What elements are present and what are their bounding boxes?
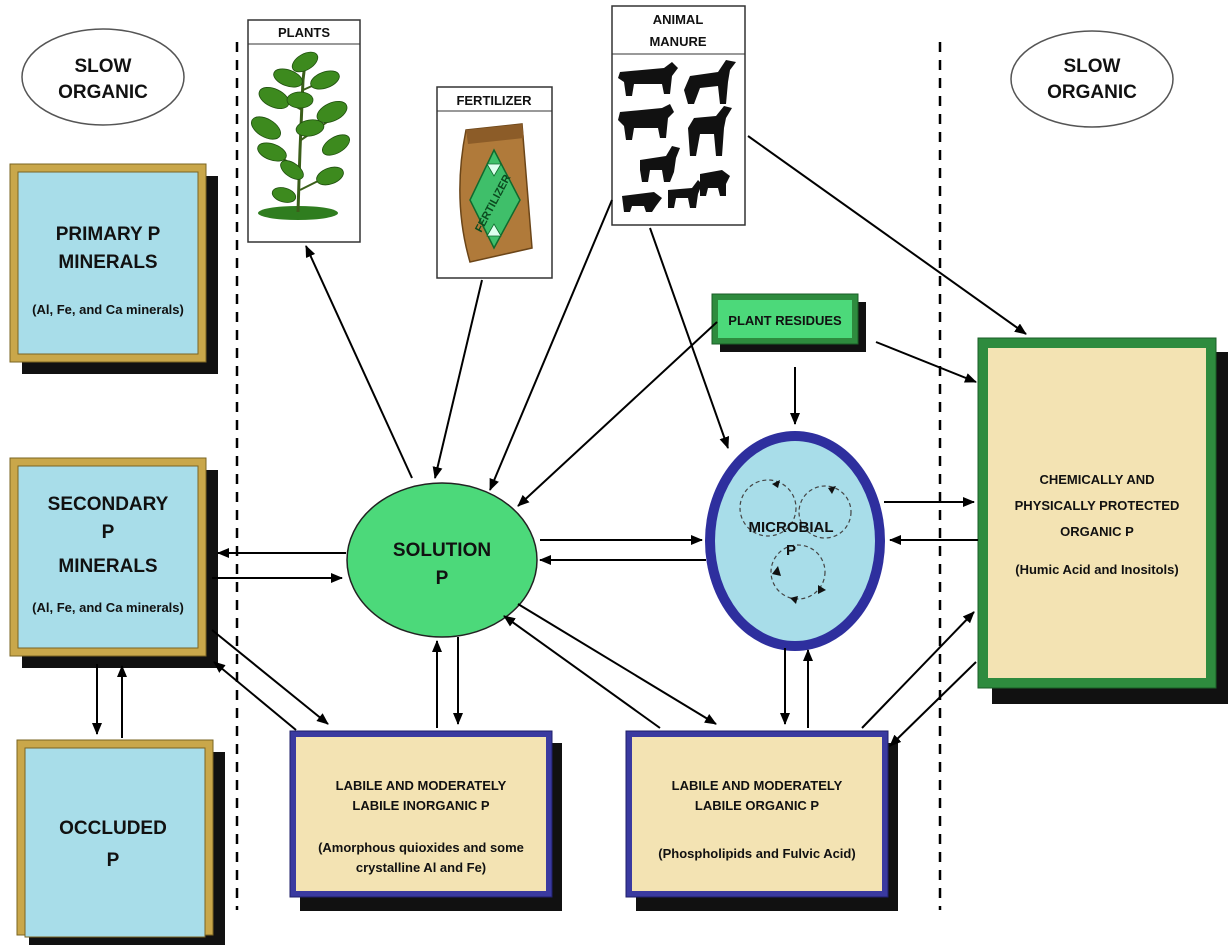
solution-title-line1: SOLUTION: [393, 540, 491, 561]
solution-p-node: SOLUTION P: [346, 482, 538, 638]
labile-inorganic-p-box: LABILE AND MODERATELY LABILE INORGANIC P…: [289, 730, 562, 911]
solution-title-line2: P: [436, 568, 449, 589]
protected-organic-p-box: CHEMICALLY AND PHYSICALLY PROTECTED ORGA…: [977, 337, 1228, 704]
labile-inorganic-title-line2: LABILE INORGANIC P: [352, 798, 490, 813]
labile-inorganic-sub-line1: (Amorphous quioxides and some: [318, 840, 524, 855]
plants-box: PLANTS: [247, 19, 361, 243]
plants-label: PLANTS: [278, 25, 330, 40]
flow-arrows: [92, 135, 1027, 747]
secondary-p-title-line3: MINERALS: [58, 556, 157, 577]
arrow-manure-to-solution: [489, 199, 613, 491]
arrow-residues-to-solution: [517, 321, 718, 507]
labile-organic-sub-line1: (Phospholipids and Fulvic Acid): [658, 846, 855, 861]
primary-p-subtitle: (Al, Fe, and Ca minerals): [32, 302, 184, 317]
plant-residues-label: PLANT RESIDUES: [728, 313, 842, 328]
slow-organic-left: SLOW ORGANIC: [21, 28, 185, 126]
secondary-p-title-line1: SECONDARY: [48, 494, 169, 515]
slow-organic-right: SLOW ORGANIC: [1010, 30, 1174, 128]
protected-title-line3: ORGANIC P: [1060, 524, 1134, 539]
arrow-labile-inorganic-to-secondary: [213, 661, 297, 731]
secondary-p-title-line2: P: [102, 522, 115, 543]
arrow-manure-to-protected: [747, 135, 1027, 335]
plant-icon: [251, 51, 350, 220]
occluded-title-line2: P: [107, 850, 120, 871]
secondary-p-minerals-box: SECONDARY P MINERALS (Al, Fe, and Ca min…: [9, 457, 218, 668]
primary-p-title-line2: MINERALS: [58, 252, 157, 273]
microbial-cycle-icon: [739, 479, 852, 600]
labile-organic-p-box: LABILE AND MODERATELY LABILE ORGANIC P (…: [625, 730, 898, 911]
protected-subtitle: (Humic Acid and Inositols): [1015, 562, 1178, 577]
occluded-title-line1: OCCLUDED: [59, 818, 167, 839]
fertilizer-bag-icon: FERTILIZER: [459, 123, 533, 263]
slow-organic-right-line2: ORGANIC: [1047, 82, 1137, 103]
microbial-title-line2: P: [786, 542, 796, 559]
microbial-title-line1: MICROBIAL: [749, 519, 834, 536]
arrow-fertilizer-to-solution: [432, 279, 483, 479]
labile-inorganic-title-line1: LABILE AND MODERATELY: [336, 778, 507, 793]
slow-organic-right-line1: SLOW: [1064, 56, 1121, 77]
secondary-p-subtitle: (Al, Fe, and Ca minerals): [32, 600, 184, 615]
protected-title-line2: PHYSICALLY PROTECTED: [1015, 498, 1180, 513]
arrow-secondary-to-labile-inorganic: [211, 629, 329, 725]
arrow-protected-to-labile-organic: [889, 661, 977, 747]
arrow-labile-organic-to-protected: [861, 611, 975, 729]
protected-title-line1: CHEMICALLY AND: [1039, 472, 1154, 487]
primary-p-minerals-box: PRIMARY P MINERALS (Al, Fe, and Ca miner…: [9, 163, 218, 374]
animal-silhouettes-icon: [618, 60, 736, 212]
labile-organic-title-line1: LABILE AND MODERATELY: [672, 778, 843, 793]
plant-residues-box: PLANT RESIDUES: [711, 293, 866, 352]
arrow-residues-to-protected: [875, 341, 977, 383]
arrow-labile-organic-to-solution: [503, 615, 661, 729]
animal-manure-box: ANIMAL MANURE: [611, 5, 746, 226]
fertilizer-label: FERTILIZER: [456, 93, 532, 108]
arrow-solution-to-plants: [305, 245, 413, 479]
labile-inorganic-sub-line2: crystalline Al and Fe): [356, 860, 486, 875]
animal-manure-line2: MANURE: [649, 34, 706, 49]
microbial-p-node: MICROBIAL P: [705, 431, 885, 651]
fertilizer-box: FERTILIZER FERTILIZER: [436, 86, 553, 279]
slow-organic-left-line2: ORGANIC: [58, 82, 148, 103]
slow-organic-left-line1: SLOW: [75, 56, 132, 77]
animal-manure-line1: ANIMAL: [653, 12, 704, 27]
arrow-manure-to-microbial: [649, 227, 730, 449]
occluded-p-box: OCCLUDED P: [16, 739, 225, 945]
arrow-solution-to-labile-organic: [517, 603, 717, 725]
labile-organic-title-line2: LABILE ORGANIC P: [695, 798, 820, 813]
primary-p-title-line1: PRIMARY P: [56, 224, 161, 245]
